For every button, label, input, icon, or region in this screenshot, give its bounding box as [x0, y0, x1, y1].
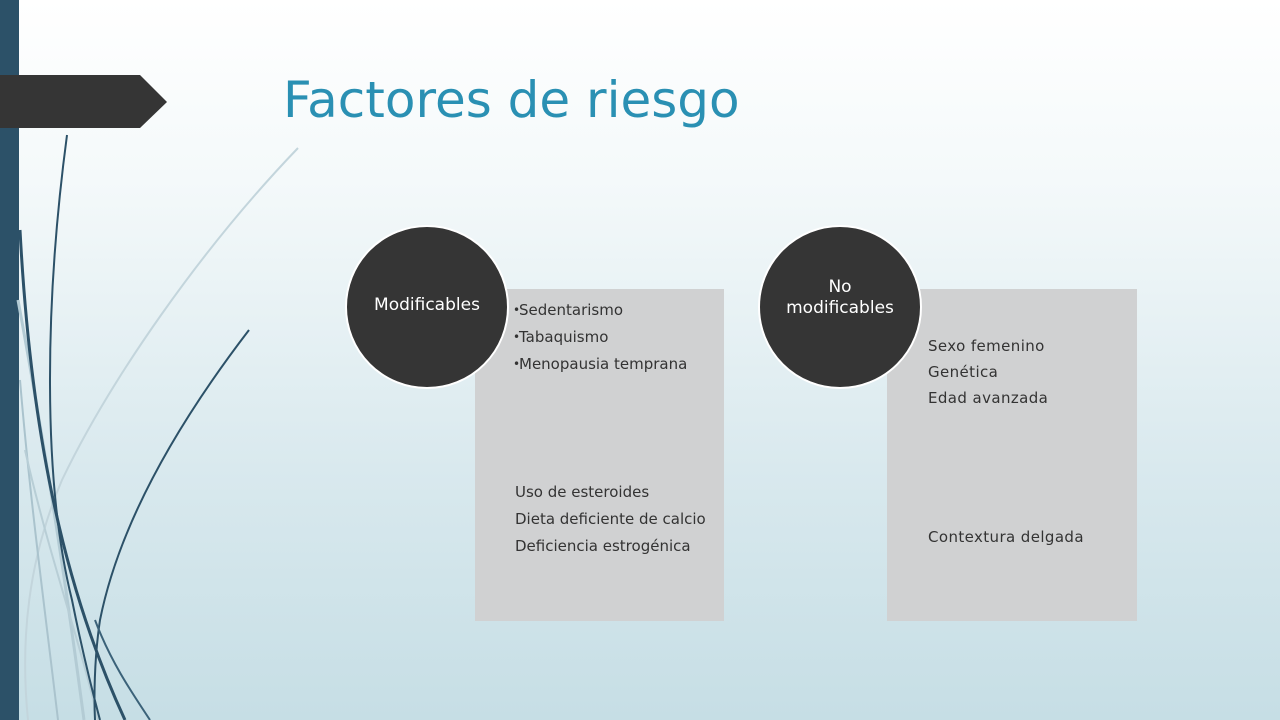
no-modificables-label: No modificables [786, 277, 894, 318]
decorative-curves [16, 134, 299, 720]
no-modificables-list-bottom: Contextura delgada [928, 528, 1128, 554]
left-accent-bar [0, 0, 19, 720]
no-modificables-box [887, 289, 1137, 621]
list-item: Menopausia temprana [513, 355, 714, 374]
title-arrow-shape [0, 75, 167, 128]
curve-dark-3 [93, 329, 250, 720]
curve-dark-4 [94, 619, 151, 720]
list-item: Genética [928, 363, 999, 381]
curve-dark-2 [18, 229, 127, 720]
list-item: Dieta deficiente de calcio [515, 510, 706, 528]
list-item: Contextura delgada [928, 528, 1084, 546]
no-modificables-circle: No modificables [758, 225, 922, 389]
list-item: Tabaquismo [513, 328, 714, 347]
list-item: Sedentarismo [513, 301, 714, 320]
list-item: Deficiencia estrogénica [515, 537, 691, 555]
curve-light-4 [24, 449, 99, 720]
modificables-bullet-list: Sedentarismo Tabaquismo Menopausia tempr… [513, 301, 714, 382]
list-item: Edad avanzada [928, 389, 1049, 407]
no-modificables-list-top: Sexo femenino Genética Edad avanzada [928, 337, 1128, 415]
slide-title: Factores de riesgo [283, 71, 740, 129]
modificables-plain-list: Uso de esteroides Dieta deficiente de ca… [515, 483, 715, 564]
curve-light-1 [24, 147, 299, 720]
list-item: Uso de esteroides [515, 483, 650, 501]
modificables-circle: Modificables [345, 225, 509, 389]
curve-light-3 [19, 379, 59, 720]
list-item: Sexo femenino [928, 337, 1045, 355]
modificables-label: Modificables [374, 294, 480, 315]
